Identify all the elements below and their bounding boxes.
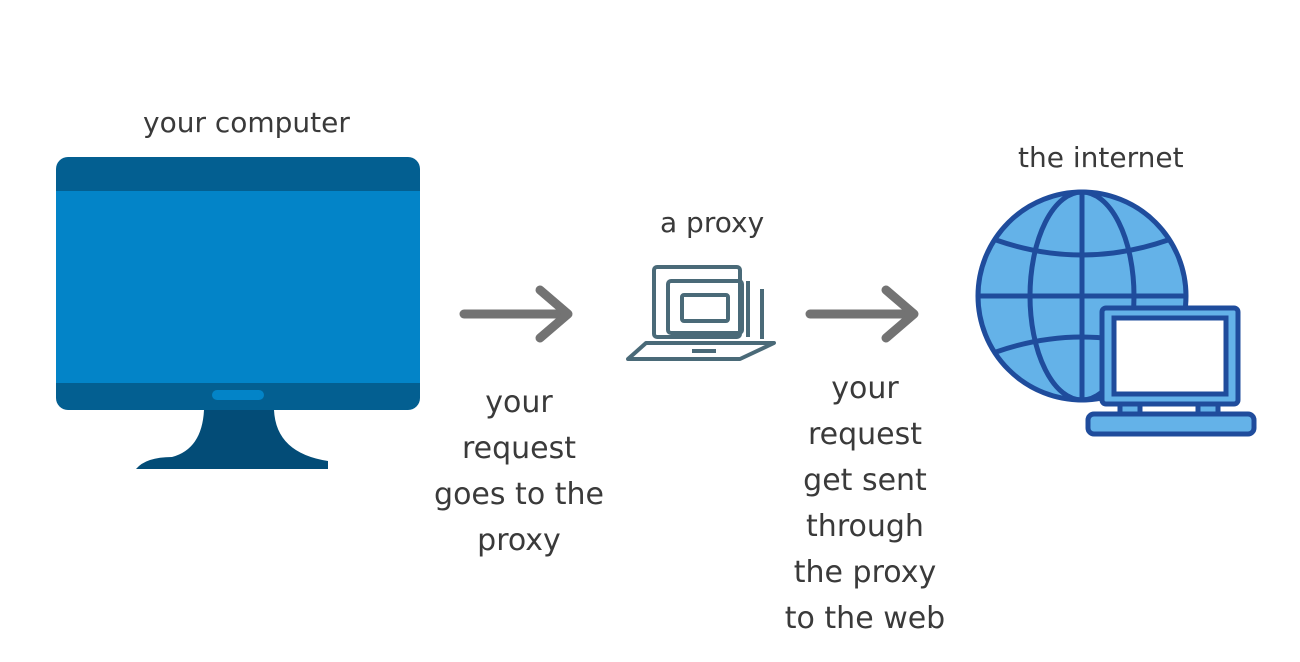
step-1-line: request	[461, 431, 577, 466]
step-1-line: goes to the	[434, 477, 604, 512]
step-2-line: through	[806, 509, 924, 544]
step-2-line: to the web	[784, 601, 946, 636]
step-1-line: your	[485, 385, 553, 420]
desktop-monitor-icon	[56, 157, 420, 469]
monitor-power-light	[212, 390, 264, 400]
step-1-caption: your request goes to the proxy	[419, 380, 619, 564]
internet-label: the internet	[1018, 141, 1184, 174]
step-2-line: the proxy	[793, 555, 937, 590]
step-2-caption: your request get sent through the proxy …	[765, 366, 965, 642]
monitor-screen	[56, 191, 420, 383]
right-arrow-icon	[805, 285, 919, 343]
laptop-outline-icon	[626, 265, 776, 361]
step-2-line: request	[807, 417, 923, 452]
step-2-line: get sent	[803, 463, 927, 498]
step-1-line: proxy	[477, 523, 561, 558]
globe-laptop-icon	[975, 189, 1257, 437]
monitor-stand	[136, 410, 328, 469]
right-arrow-icon	[459, 285, 573, 343]
computer-label: your computer	[143, 106, 350, 139]
proxy-label: a proxy	[660, 206, 765, 239]
step-2-line: your	[831, 371, 899, 406]
